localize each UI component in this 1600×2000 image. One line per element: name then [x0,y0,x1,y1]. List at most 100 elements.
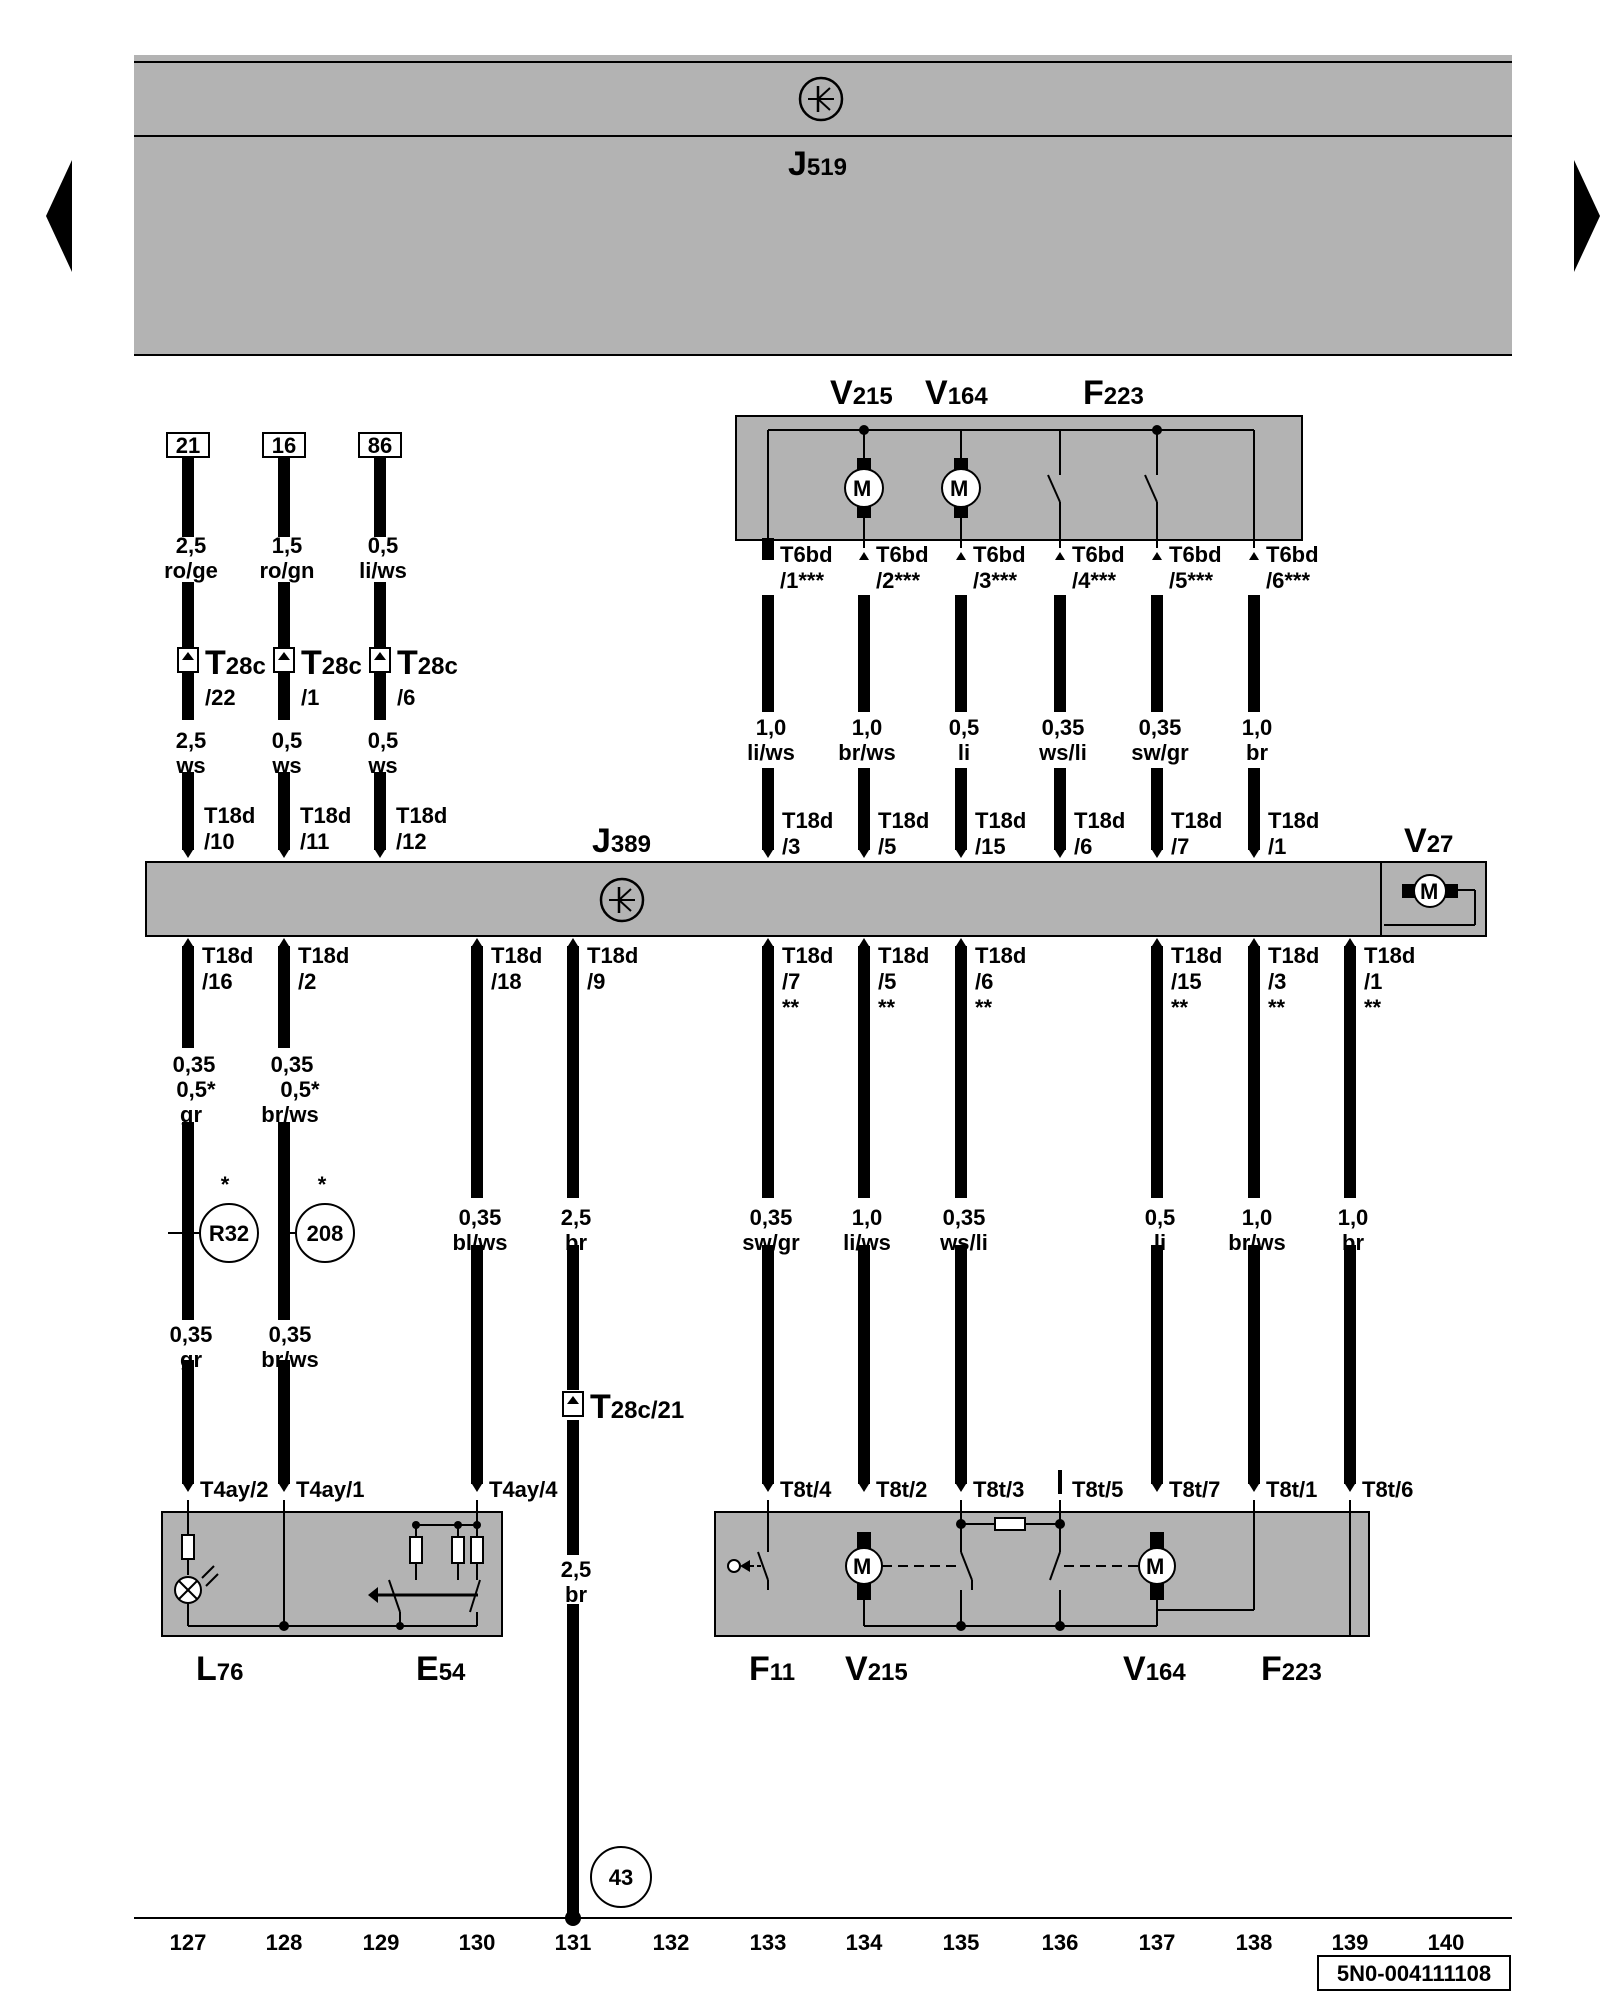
svg-text:ws: ws [367,753,397,778]
triangle-left-icon[interactable] [46,160,72,272]
svg-text:0,35: 0,35 [173,1052,216,1077]
svg-text:T8t/3: T8t/3 [973,1477,1024,1502]
motor-v27: M [1380,861,1487,937]
svg-text:1,0: 1,0 [756,715,787,740]
svg-text:/16: /16 [202,969,233,994]
svg-text:138: 138 [1236,1930,1273,1955]
svg-text:br: br [565,1582,587,1607]
svg-text:0,35: 0,35 [1139,715,1182,740]
svg-text:/3***: /3*** [973,568,1017,593]
v215-top-label: V215 [830,374,893,412]
svg-text:T8t/6: T8t/6 [1362,1477,1413,1502]
control-unit-icon [599,877,645,923]
svg-text:128: 128 [266,1930,303,1955]
svg-text:ws/li: ws/li [1038,740,1087,765]
svg-text:T18d: T18d [300,803,351,828]
motor-letter: M [1420,879,1438,904]
svg-text:T18d: T18d [782,808,833,833]
svg-text:16: 16 [272,433,296,458]
svg-text:T18d: T18d [396,803,447,828]
svg-text:ws/li: ws/li [939,1230,988,1255]
ref-circle-r32[interactable]: R32 [199,1203,259,1263]
ref-circle-208[interactable]: 208 [295,1203,355,1263]
svg-text:ws: ws [271,753,301,778]
svg-text:**: ** [1268,995,1286,1020]
svg-text:135: 135 [943,1930,980,1955]
document-code: 5N0-004111108 [1317,1955,1511,1991]
svg-text:sw/gr: sw/gr [1131,740,1189,765]
svg-text:1,5: 1,5 [272,533,303,558]
svg-text:/1***: /1*** [780,568,824,593]
svg-text:0,5: 0,5 [949,715,980,740]
triangle-right-icon[interactable] [1574,160,1600,272]
svg-text:T18d: T18d [204,803,255,828]
svg-text:130: 130 [459,1930,496,1955]
svg-text:**: ** [975,995,993,1020]
svg-text:0,5: 0,5 [272,728,303,753]
svg-text:T18d: T18d [298,943,349,968]
svg-text:br: br [565,1230,587,1255]
svg-text:/2: /2 [298,969,316,994]
svg-text:T18d: T18d [975,943,1026,968]
fuse-ref-86: 86 [358,432,402,458]
svg-text:21: 21 [176,433,200,458]
ref-circle-43[interactable]: 43 [590,1846,652,1908]
fuse-ref-21: 21 [166,432,210,458]
svg-text:/5***: /5*** [1169,568,1213,593]
svg-text:li/ws: li/ws [359,558,407,583]
svg-text:/7: /7 [782,969,800,994]
svg-text:T8t/1: T8t/1 [1266,1477,1317,1502]
svg-text:/6: /6 [1074,834,1092,859]
svg-text:/6: /6 [975,969,993,994]
t28c-21-label: T28c/21 [590,1388,684,1426]
svg-text:br/ws: br/ws [1228,1230,1285,1255]
svg-text:/12: /12 [396,829,427,854]
svg-text:0,35: 0,35 [750,1205,793,1230]
svg-text:/5: /5 [878,834,896,859]
svg-text:0,35: 0,35 [170,1322,213,1347]
svg-text:1,0: 1,0 [852,1205,883,1230]
svg-text:133: 133 [750,1930,787,1955]
control-unit-j519: J519 [134,55,1512,356]
svg-text:T8t/4: T8t/4 [780,1477,832,1502]
svg-text:140: 140 [1428,1930,1465,1955]
svg-text:sw/gr: sw/gr [742,1230,800,1255]
l76-e54-box [161,1500,503,1637]
svg-text:T18d: T18d [1171,808,1222,833]
motor-letter: M [950,476,968,501]
svg-text:T6bd: T6bd [973,542,1026,567]
svg-text:129: 129 [363,1930,400,1955]
svg-text:ro/gn: ro/gn [260,558,315,583]
t28c-label: T28c [205,644,266,682]
fuse-ref-16: 16 [262,432,306,458]
t28c-label: T28c [397,644,458,682]
svg-text:T6bd: T6bd [1266,542,1319,567]
svg-text:0,5: 0,5 [368,533,399,558]
svg-text:T18d: T18d [975,808,1026,833]
svg-text:T18d: T18d [202,943,253,968]
motor-switch-box-top: M M [735,415,1303,548]
column-numbers: 127 128 129 130 131 132 133 134 135 136 … [170,1930,1465,1955]
svg-text:/2***: /2*** [876,568,920,593]
f11-label: F11 [749,1650,795,1688]
control-unit-icon [798,76,844,122]
svg-text:br/ws: br/ws [261,1102,318,1127]
svg-text:137: 137 [1139,1930,1176,1955]
motor-letter: M [1146,1554,1164,1579]
svg-text:T18d: T18d [491,943,542,968]
svg-text:T4ay/4: T4ay/4 [489,1477,558,1502]
svg-text:5N0-004111108: 5N0-004111108 [1337,1961,1491,1986]
svg-text:li: li [1154,1230,1166,1255]
svg-text:/5: /5 [878,969,896,994]
motor-switch-box-bottom: M M [714,1500,1370,1637]
svg-text:136: 136 [1042,1930,1079,1955]
svg-text:li/ws: li/ws [747,740,795,765]
svg-text:br: br [1342,1230,1364,1255]
svg-text:T18d: T18d [1074,808,1125,833]
svg-text:**: ** [782,995,800,1020]
svg-text:139: 139 [1332,1930,1369,1955]
svg-text:T18d: T18d [782,943,833,968]
svg-text:T8t/7: T8t/7 [1169,1477,1220,1502]
svg-text:T6bd: T6bd [1072,542,1125,567]
